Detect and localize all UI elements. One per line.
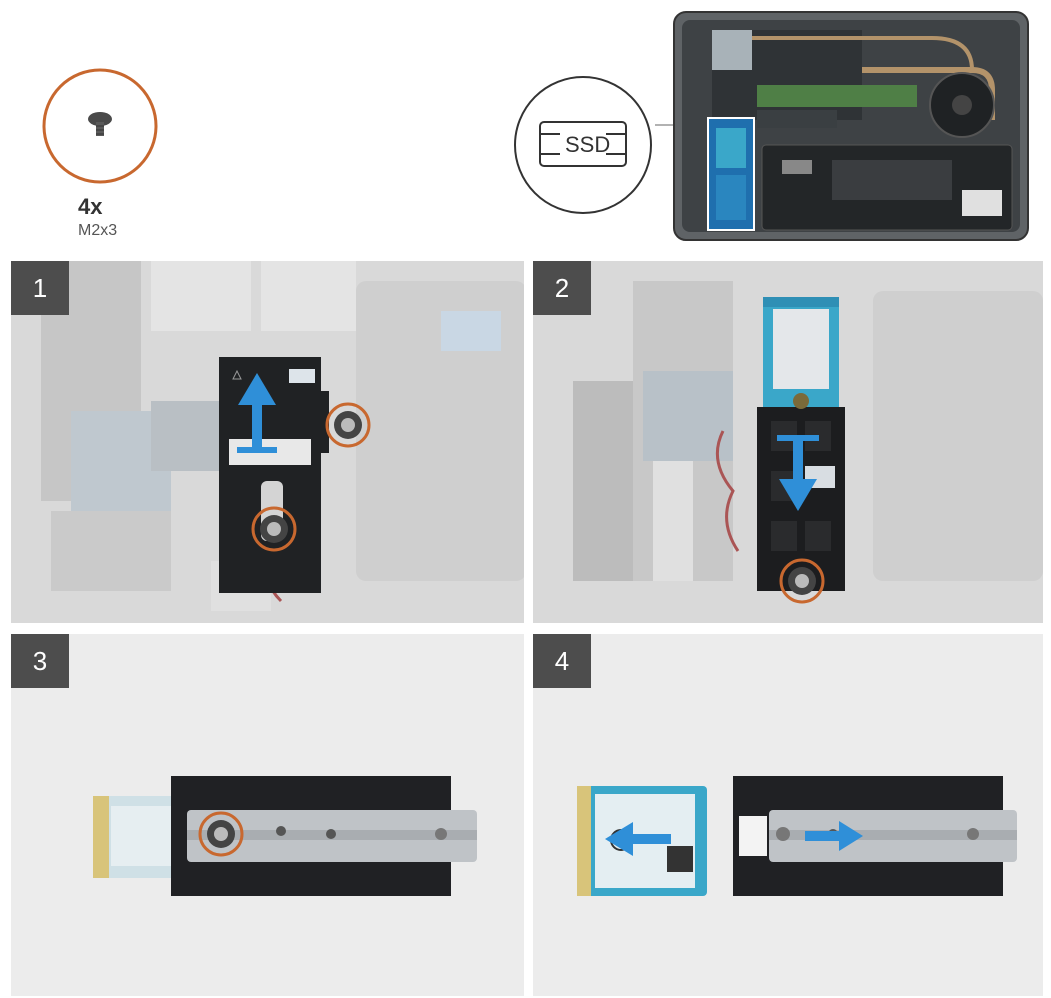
slide-down-arrow-icon <box>777 435 819 511</box>
screw-icon <box>88 112 112 136</box>
screw-callout-circle <box>42 68 158 184</box>
remove-ssd-arrow-icon <box>605 822 671 856</box>
step-3-illustration <box>11 634 524 996</box>
step-2-panel: 2 <box>533 261 1043 623</box>
step-4-badge: 4 <box>533 634 591 688</box>
slide-plate-arrow-icon <box>805 821 863 851</box>
ssd-callout: SSD <box>508 70 658 220</box>
ssd-label: SSD <box>565 132 611 157</box>
step-1-illustration <box>11 261 524 623</box>
step-2-badge: 2 <box>533 261 591 315</box>
lift-arrow-icon <box>237 373 277 453</box>
screw-icon <box>325 402 371 448</box>
screw-legend: 4x M2x3 <box>40 66 170 246</box>
step-1-badge: 1 <box>11 261 69 315</box>
laptop-overview <box>672 10 1032 244</box>
step-2-illustration <box>533 261 1043 623</box>
screw-quantity: 4x <box>78 194 103 219</box>
step-3-badge: 3 <box>11 634 69 688</box>
step-4-illustration <box>533 634 1043 996</box>
screw-spec: M2x3 <box>78 222 118 239</box>
ssd-icon <box>539 121 627 167</box>
screw-icon <box>198 811 244 857</box>
screw-icon <box>779 558 825 604</box>
step-3-panel: 3 <box>11 634 524 996</box>
screw-icon <box>251 506 297 552</box>
step-4-panel: 4 <box>533 634 1043 996</box>
step-1-panel: 1 <box>11 261 524 623</box>
